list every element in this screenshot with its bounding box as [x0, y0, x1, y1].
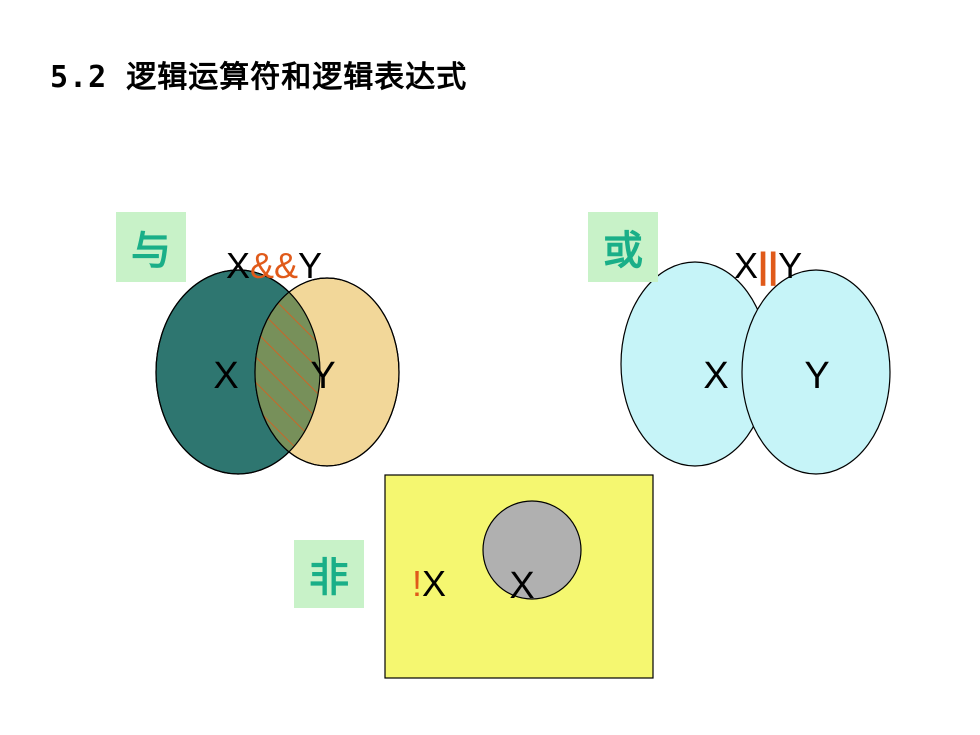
and-set-x-label: X — [213, 355, 238, 397]
and-expression: X&&Y — [226, 248, 322, 284]
and-intersection-region — [255, 278, 320, 466]
not-expr-operand: X — [422, 563, 447, 604]
or-expression: X||Y — [734, 248, 802, 284]
or-op-box: 或 — [588, 212, 658, 282]
or-op-char: 或 — [603, 228, 643, 274]
not-expression: !X — [412, 566, 446, 602]
or-expr-operator: || — [758, 245, 779, 286]
or-set-y-label: Y — [804, 355, 829, 397]
and-set-y-outline — [254, 277, 400, 467]
or-expr-left: X — [734, 245, 759, 286]
not-op-box: 非 — [294, 540, 364, 608]
and-op-box: 与 — [116, 212, 186, 282]
page-title: 5.2 逻辑运算符和逻辑表达式 — [50, 60, 468, 95]
or-set-x-label: X — [703, 355, 728, 397]
or-set-y-circle — [741, 269, 891, 475]
not-op-char: 非 — [309, 555, 349, 601]
and-expr-left: X — [226, 245, 251, 286]
not-set-x-circle — [482, 500, 582, 600]
not-expr-operator: ! — [412, 563, 423, 604]
and-op-char: 与 — [131, 228, 171, 274]
and-expr-right: Y — [298, 245, 323, 286]
and-expr-operator: && — [250, 245, 299, 286]
and-set-x-outline — [155, 269, 321, 475]
not-set-x-label: X — [509, 565, 534, 607]
and-set-y-label: Y — [310, 355, 335, 397]
or-expr-right: Y — [778, 245, 803, 286]
